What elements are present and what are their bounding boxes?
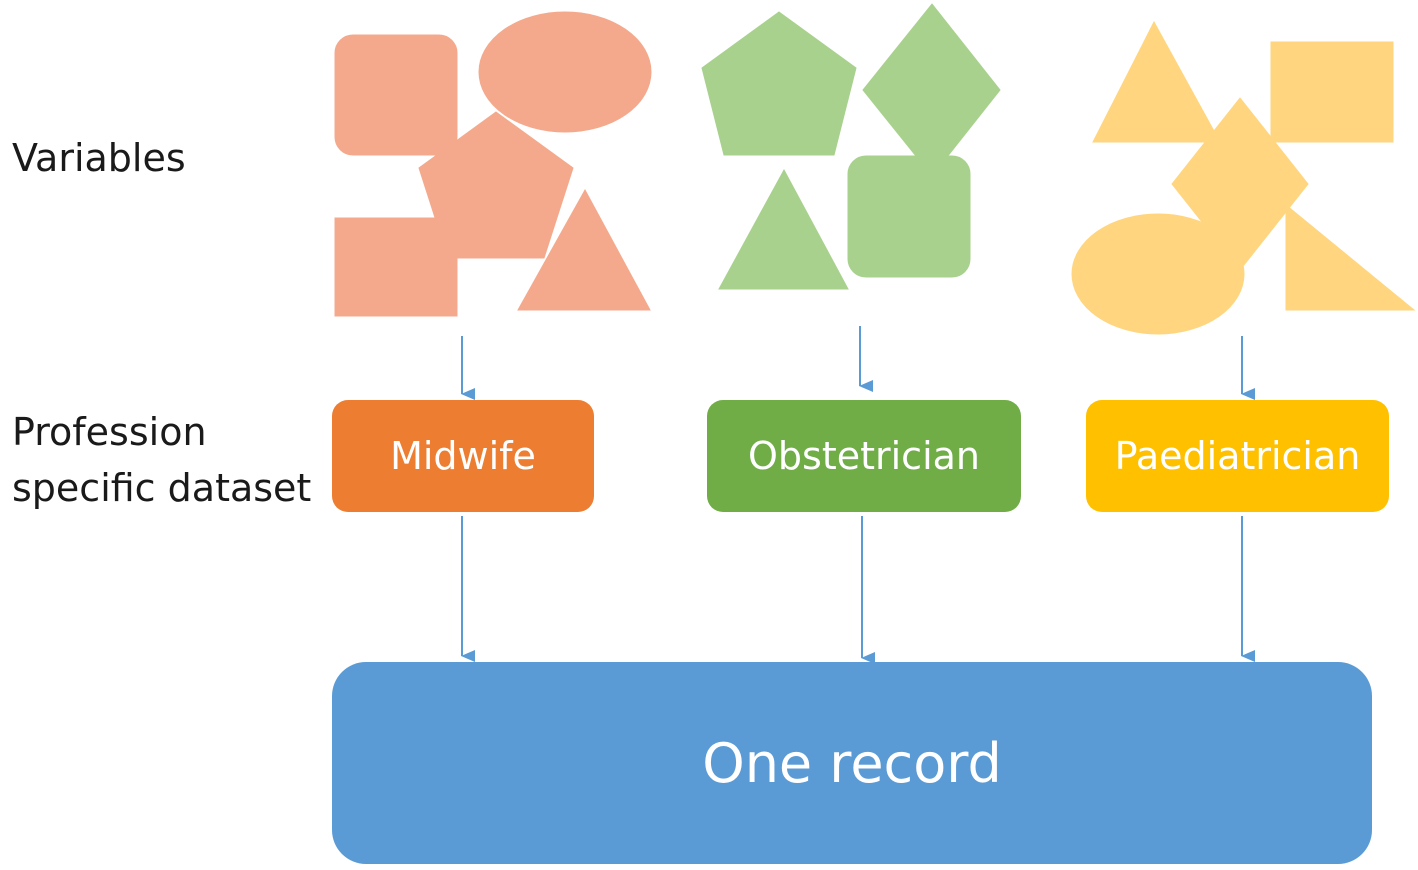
rounded-square-shape <box>847 155 971 278</box>
one-record-box: One record <box>332 662 1372 864</box>
pentagon-shape <box>701 11 857 156</box>
diamond-shape <box>1171 97 1309 271</box>
ellipse-shape <box>1071 213 1245 335</box>
profession-label-line1: Profession <box>12 410 207 454</box>
midwife-variable-shapes <box>334 11 652 317</box>
ellipse-shape <box>478 11 652 133</box>
diamond-shape <box>862 3 1001 177</box>
rounded-square-shape <box>334 34 458 156</box>
obstetrician-variable-shapes <box>701 3 1001 290</box>
pentagon-shape <box>418 111 574 259</box>
variables-row-label: Variables <box>12 136 186 180</box>
triangle-shape <box>718 168 849 290</box>
triangle-shape <box>1092 20 1221 143</box>
profession-label-line2: specific dataset <box>12 466 312 510</box>
right-triangle-shape <box>1285 203 1416 311</box>
square-shape <box>1270 41 1394 143</box>
midwife-box: Midwife <box>332 400 594 512</box>
square-shape <box>334 217 458 317</box>
triangle-shape <box>517 188 651 311</box>
arrows <box>461 326 1255 664</box>
profession-row-label: Profession specific dataset <box>12 404 311 516</box>
paediatrician-box: Paediatrician <box>1086 400 1389 512</box>
obstetrician-box: Obstetrician <box>707 400 1021 512</box>
paediatrician-variable-shapes <box>1071 20 1416 335</box>
